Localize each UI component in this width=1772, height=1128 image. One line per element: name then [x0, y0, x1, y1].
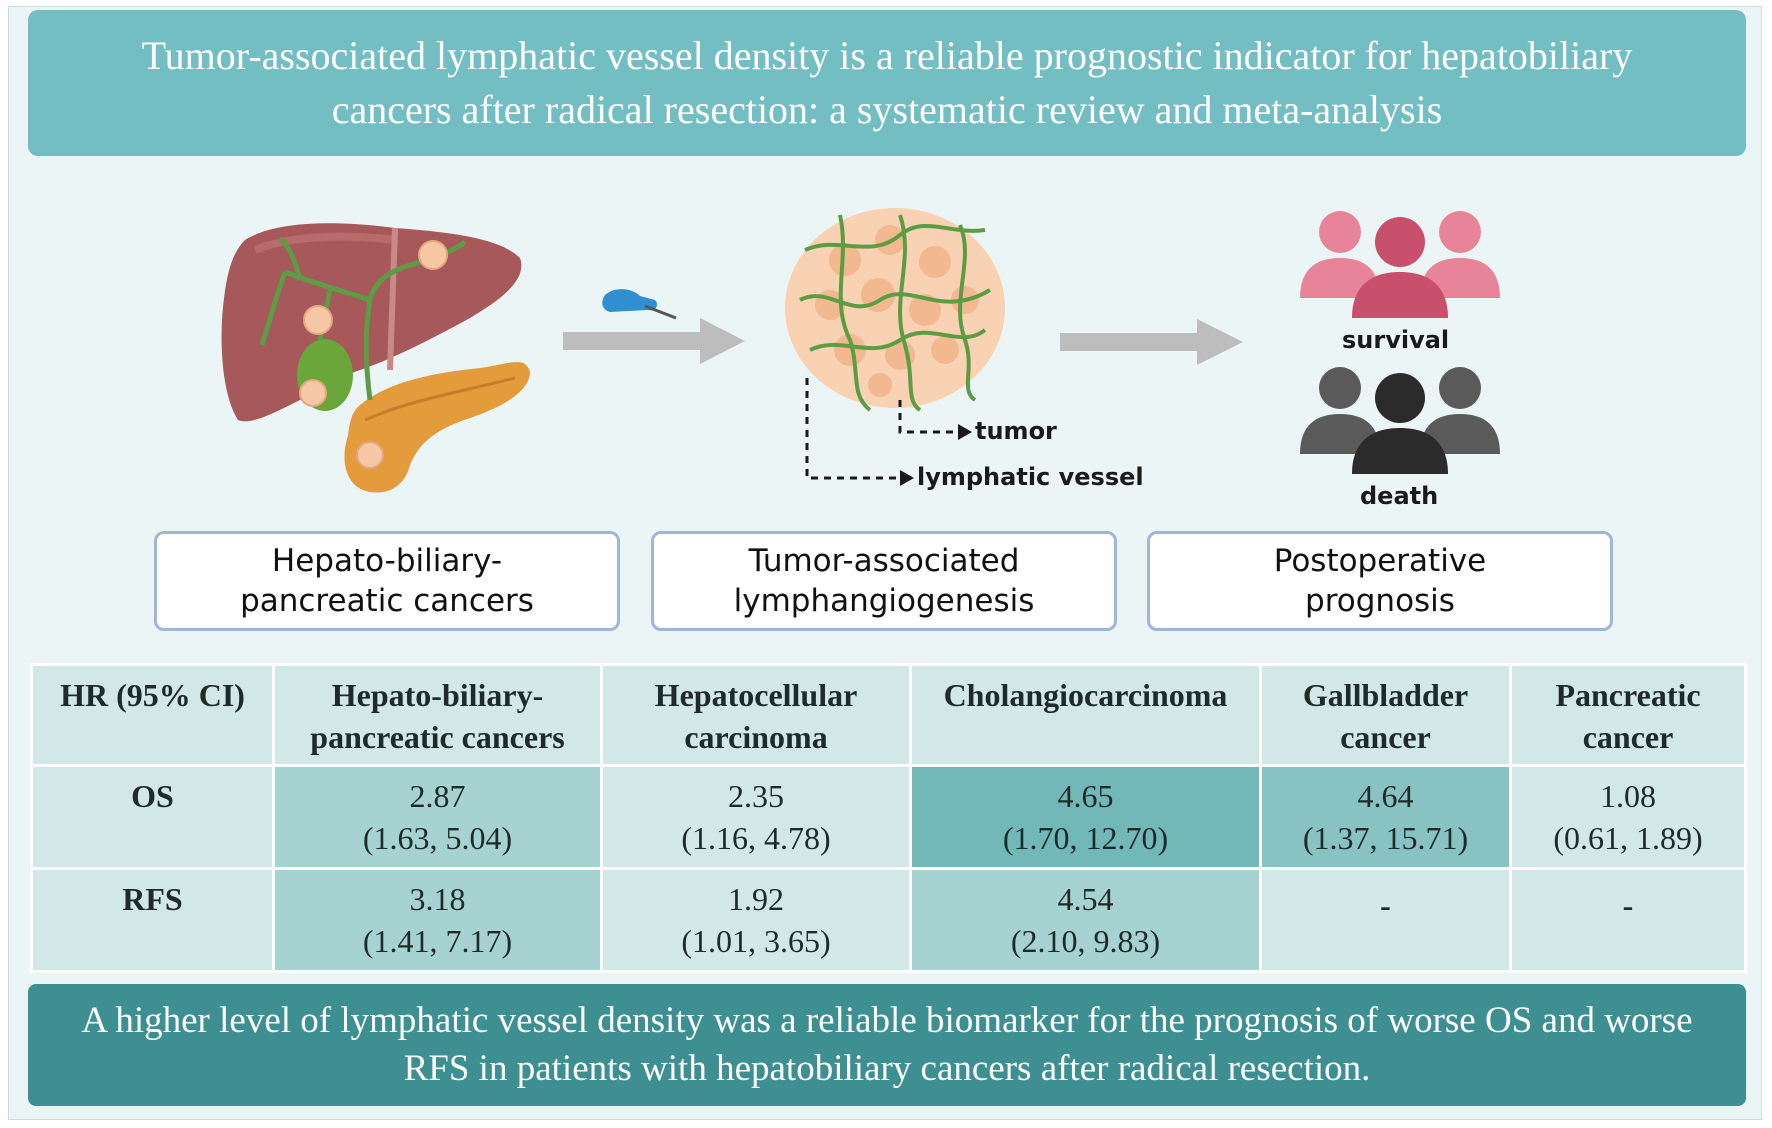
table-cell: 4.64(1.37, 15.71)	[1259, 764, 1512, 870]
table-cell: -	[1509, 867, 1747, 973]
table-row-rfs: RFS 3.18(1.41, 7.17) 1.92(1.01, 3.65) 4.…	[30, 867, 1747, 973]
survival-label: survival	[1342, 326, 1450, 354]
column-header: Pancreatic cancer	[1509, 663, 1747, 767]
stage-label: Postoperative prognosis	[1273, 543, 1487, 619]
stage-box-prognosis: Postoperative prognosis	[1147, 531, 1613, 631]
conclusion-text: A higher level of lymphatic vessel densi…	[81, 1000, 1693, 1089]
table-cell: -	[1259, 867, 1512, 973]
column-header: Hepato-biliary- pancreatic cancers	[272, 663, 603, 767]
hazard-ratio-table: HR (95% CI) Hepato-biliary- pancreatic c…	[30, 663, 1747, 973]
stage-label: Hepato-biliary- pancreatic cancers	[240, 543, 534, 619]
figure-title: Tumor-associated lymphatic vessel densit…	[141, 33, 1633, 132]
stage-label: Tumor-associated lymphangiogenesis	[733, 543, 1035, 619]
table-cell: 4.54(2.10, 9.83)	[909, 867, 1262, 973]
row-header: OS	[30, 764, 275, 870]
stage-box-lymphangiogenesis: Tumor-associated lymphangiogenesis	[651, 531, 1117, 631]
column-header: Cholangiocarcinoma	[909, 663, 1262, 767]
tumor-label: tumor	[975, 417, 1057, 445]
table-header-row: HR (95% CI) Hepato-biliary- pancreatic c…	[30, 663, 1747, 767]
table-cell: 2.35(1.16, 4.78)	[600, 764, 912, 870]
lymphatic-vessel-label: lymphatic vessel	[917, 463, 1144, 491]
table-cell: 1.92(1.01, 3.65)	[600, 867, 912, 973]
table-cell: 2.87(1.63, 5.04)	[272, 764, 603, 870]
column-header: Hepatocellular carcinoma	[600, 663, 912, 767]
table-cell: 4.65(1.70, 12.70)	[909, 764, 1262, 870]
stage-box-cancers: Hepato-biliary- pancreatic cancers	[154, 531, 620, 631]
table-corner-header: HR (95% CI)	[30, 663, 275, 767]
table-row-os: OS 2.87(1.63, 5.04) 2.35(1.16, 4.78) 4.6…	[30, 764, 1747, 870]
death-label: death	[1360, 482, 1439, 510]
row-header: RFS	[30, 867, 275, 973]
table-cell: 1.08(0.61, 1.89)	[1509, 764, 1747, 870]
column-header: Gallbladder cancer	[1259, 663, 1512, 767]
title-banner: Tumor-associated lymphatic vessel densit…	[28, 10, 1746, 156]
conclusion-banner: A higher level of lymphatic vessel densi…	[28, 984, 1746, 1106]
table-cell: 3.18(1.41, 7.17)	[272, 867, 603, 973]
